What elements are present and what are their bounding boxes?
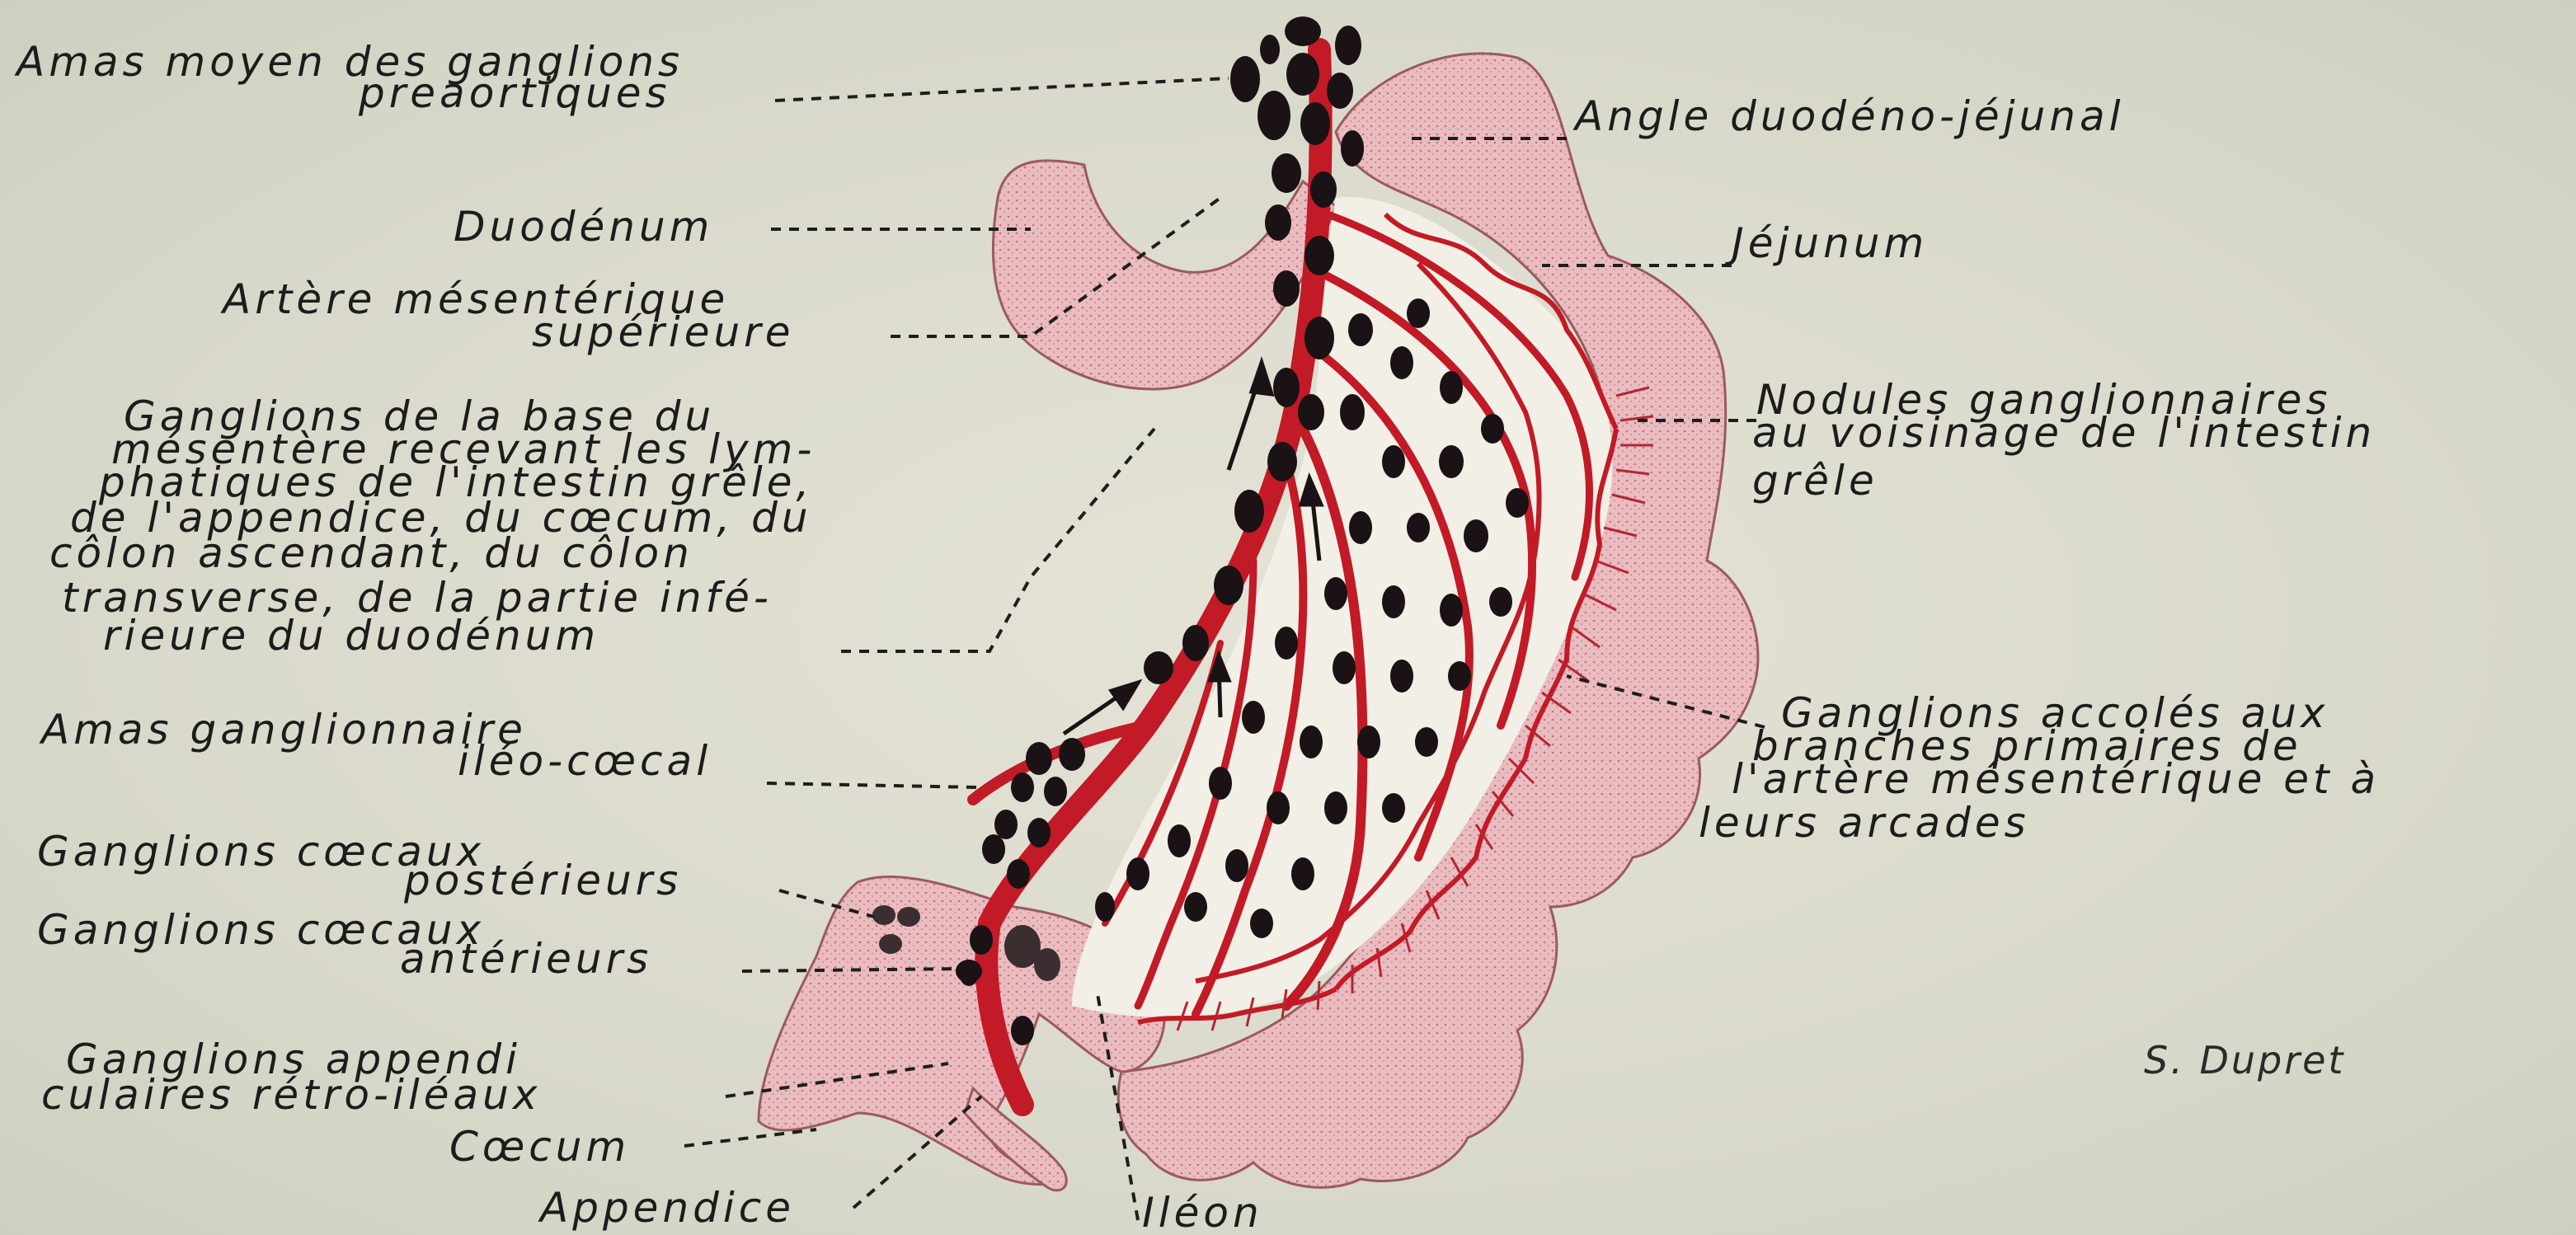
label-coecaux-posterieurs: Ganglions cœcaux postérieurs (37, 828, 682, 904)
label-amas-moyen: Amas moyen des ganglions preaortiques (14, 38, 701, 117)
label-angle-duodeno-jejunal: Angle duodéno-jéjunal (1572, 92, 2124, 140)
label-coecum: Cœcum (449, 1123, 630, 1171)
label-ganglions-base: Ganglions de la base du mésentère receva… (49, 392, 833, 660)
label-jejunum: Jéjunum (1724, 219, 1928, 267)
label-nodules: Nodules ganglionnaires au voisinage de l… (1752, 376, 2393, 505)
label-ganglions-accoles: Ganglions accolés aux branches primaires… (1699, 689, 2397, 847)
label-artere: Artère mésentérique supérieure (220, 275, 794, 356)
label-ileon: Iléon (1142, 1189, 1263, 1235)
label-appendice: Appendice (538, 1184, 795, 1232)
label-amas-ileo-caecal: Amas ganglionnaire iléo-cœcal (39, 706, 712, 785)
label-coecaux-anterieurs: Ganglions cœcaux antérieurs (37, 906, 652, 983)
label-ganglions-appendiculaires: Ganglions appendi culaires rétro-iléaux (41, 1035, 541, 1119)
signature: S. Dupret (2144, 1038, 2345, 1082)
label-duodenum: Duodénum (454, 203, 713, 251)
